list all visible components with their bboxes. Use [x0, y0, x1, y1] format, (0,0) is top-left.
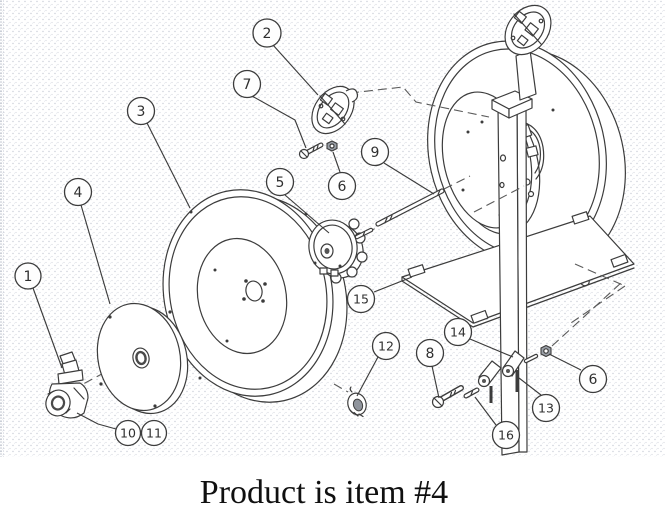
callout-9 [360, 137, 390, 167]
callout-number-10: 10 [120, 426, 136, 441]
callout-8 [415, 338, 445, 368]
scan-edge-noise [0, 0, 4, 457]
callout-number-14: 14 [450, 325, 466, 340]
callout-number-3: 3 [137, 104, 146, 120]
end-disc-part [96, 302, 189, 415]
callout-number-8: 8 [426, 346, 435, 362]
leader-line-6 [548, 353, 582, 371]
callout-number-5: 5 [276, 175, 285, 191]
leader-line-16 [474, 396, 497, 426]
callout-number-6: 6 [338, 179, 347, 195]
callout-number-7: 7 [243, 77, 252, 93]
callout-number-15: 15 [353, 292, 369, 307]
callout-4 [63, 177, 93, 207]
plate-slot [407, 264, 426, 278]
plate-slot [571, 211, 590, 225]
hub-part [308, 218, 368, 284]
plate-slot [610, 253, 629, 268]
leader-line-5 [284, 194, 330, 234]
callout-number-11: 11 [146, 426, 162, 441]
spring-pin-part [463, 387, 480, 399]
leader-line-2 [272, 44, 319, 96]
leader-line-13 [518, 377, 542, 396]
guide-bolt-part [298, 142, 324, 160]
leader-line-10 [76, 412, 117, 430]
callout-2 [252, 18, 282, 48]
callout-3 [126, 96, 156, 126]
callout-number-6: 6 [589, 372, 598, 388]
callout-10 [114, 419, 142, 447]
plate-slot [470, 309, 489, 324]
guide-nut-part [326, 140, 338, 152]
callout-number-13: 13 [538, 401, 554, 416]
callout-number-2: 2 [263, 26, 272, 42]
shaft-part [354, 188, 445, 240]
swivel-fitting-part [45, 351, 89, 419]
leader-line-1 [32, 287, 63, 369]
callout-5 [265, 167, 295, 197]
drum-part [162, 189, 348, 403]
leader-line-15 [373, 276, 413, 293]
callout-number-16: 16 [498, 428, 514, 443]
callout-14 [443, 317, 473, 347]
callout-12 [371, 331, 401, 361]
reel-assembly-part [427, 40, 626, 287]
leader-line-3 [146, 122, 191, 209]
callout-15 [346, 284, 376, 314]
callout-6 [327, 171, 357, 201]
leader-line-8 [431, 365, 440, 399]
callout-7 [232, 69, 262, 99]
callout-1 [14, 262, 42, 290]
callout-number-9: 9 [371, 145, 380, 161]
leader-line-6 [332, 151, 341, 173]
callout-number-4: 4 [74, 185, 83, 201]
callout-number-1: 1 [24, 269, 33, 285]
callout-13 [531, 393, 561, 423]
leader-line-14 [469, 338, 514, 358]
caption-text: Product is item #4 [200, 474, 448, 511]
callout-number-12: 12 [378, 339, 394, 354]
callout-11 [140, 419, 168, 447]
latch-pawl-parts [477, 344, 552, 403]
leader-line-4 [80, 204, 111, 305]
callout-6 [578, 364, 608, 394]
mount-bolt-part [431, 385, 464, 409]
leader-line-12 [356, 356, 379, 397]
grommet-part [347, 386, 367, 418]
callout-16 [491, 420, 521, 450]
leader-line-9 [383, 162, 435, 195]
leader-line-7 [251, 95, 307, 149]
mounted-roller-guide-part [504, 4, 552, 101]
roller-guide-part [311, 85, 359, 135]
